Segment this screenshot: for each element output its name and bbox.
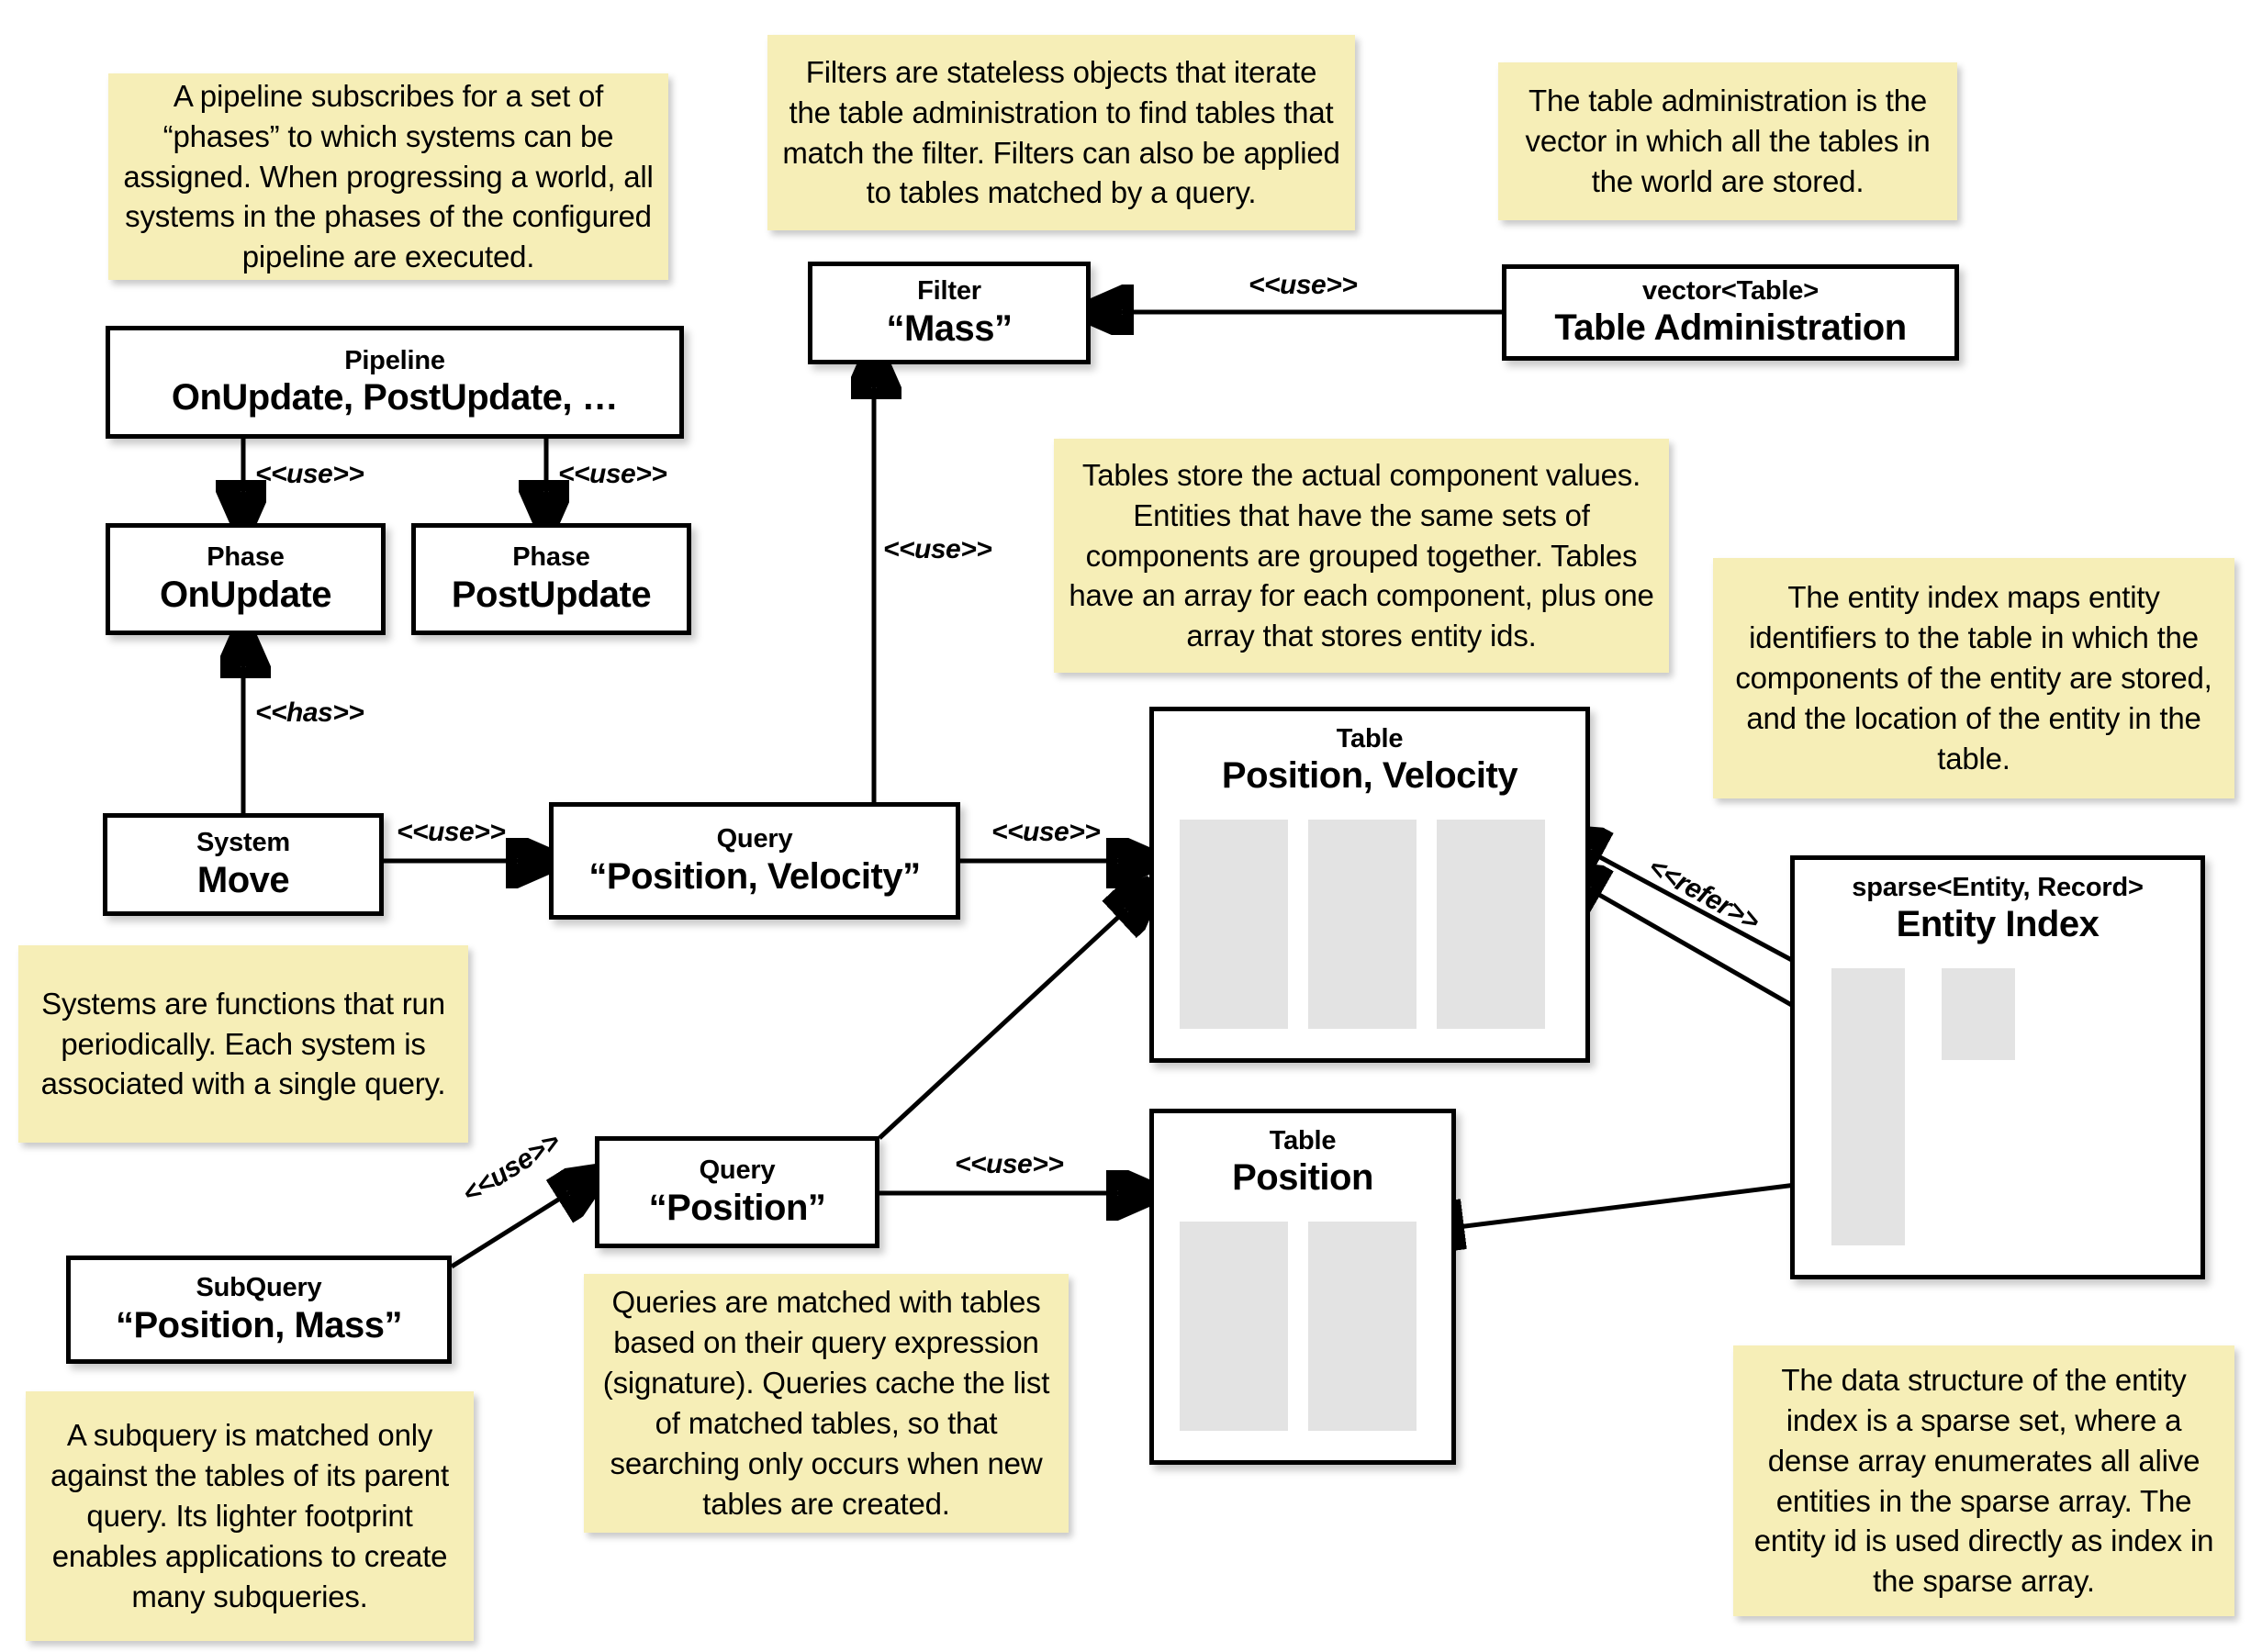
node-phase-onupdate-name: OnUpdate bbox=[159, 574, 332, 615]
node-table-pv-name: Position, Velocity bbox=[1221, 755, 1518, 797]
node-filter-name: “Mass” bbox=[886, 307, 1013, 349]
edge-label-querypv-tablepv: <<use>> bbox=[991, 817, 1101, 847]
node-system-move-name: Move bbox=[196, 859, 290, 900]
note-queries: Queries are matched with tables based on… bbox=[584, 1274, 1069, 1533]
node-table-position-velocity[interactable]: Table Position, Velocity bbox=[1149, 707, 1590, 1063]
note-sparse-set-text: The data structure of the entity index i… bbox=[1753, 1362, 2214, 1599]
entity-index-sparse-array bbox=[1831, 968, 1905, 1245]
node-phase-postupdate-name: PostUpdate bbox=[451, 574, 652, 615]
note-entity-index: The entity index maps entity identifiers… bbox=[1713, 558, 2234, 798]
node-pipeline-name: OnUpdate, PostUpdate, … bbox=[171, 377, 619, 419]
note-systems-text: Systems are functions that run periodica… bbox=[40, 986, 446, 1101]
note-table-admin: The table administration is the vector i… bbox=[1498, 62, 1957, 220]
node-table-p-stereotype: Table bbox=[1269, 1126, 1337, 1155]
node-table-admin-stereotype: vector<Table> bbox=[1642, 275, 1819, 306]
table-p-column-position bbox=[1308, 1222, 1417, 1431]
note-sparse-set: The data structure of the entity index i… bbox=[1733, 1345, 2234, 1616]
note-tables: Tables store the actual component values… bbox=[1054, 439, 1669, 673]
node-system-move-stereotype: System bbox=[196, 828, 290, 858]
node-table-administration[interactable]: vector<Table> Table Administration bbox=[1502, 264, 1959, 361]
table-p-title: Table Position bbox=[1232, 1126, 1373, 1199]
node-subquery-name: “Position, Mass” bbox=[115, 1304, 403, 1345]
edge-label-pipeline-postupdate: <<use>> bbox=[558, 459, 667, 489]
table-pv-column-entity-ids bbox=[1180, 820, 1288, 1029]
node-table-pv-stereotype: Table bbox=[1336, 724, 1404, 753]
node-query-position-velocity[interactable]: Query “Position, Velocity” bbox=[549, 802, 960, 920]
node-subquery-stereotype: SubQuery bbox=[196, 1273, 322, 1303]
node-table-p-name: Position bbox=[1232, 1157, 1373, 1199]
wire-queryp-tablepv bbox=[878, 888, 1149, 1140]
note-pipeline-text: A pipeline subscribes for a set of “phas… bbox=[123, 78, 654, 274]
node-pipeline-stereotype: Pipeline bbox=[344, 345, 445, 375]
node-entity-index[interactable]: sparse<Entity, Record> Entity Index bbox=[1790, 855, 2205, 1279]
node-query-pv-stereotype: Query bbox=[716, 824, 793, 854]
node-phase-postupdate[interactable]: Phase PostUpdate bbox=[411, 523, 691, 635]
edge-label-queryp-tablep: <<use>> bbox=[955, 1149, 1064, 1179]
edge-label-system-query: <<use>> bbox=[397, 817, 506, 847]
table-p-columns bbox=[1180, 1222, 1417, 1431]
edge-label-system-phase: <<has>> bbox=[255, 698, 364, 728]
note-subquery-text: A subquery is matched only against the t… bbox=[50, 1418, 449, 1613]
node-subquery-position-mass[interactable]: SubQuery “Position, Mass” bbox=[66, 1256, 452, 1364]
node-phase-postupdate-stereotype: Phase bbox=[512, 542, 590, 573]
note-filter: Filters are stateless objects that itera… bbox=[767, 35, 1355, 230]
edge-label-pipeline-onupdate: <<use>> bbox=[255, 459, 364, 489]
note-queries-text: Queries are matched with tables based on… bbox=[602, 1285, 1050, 1521]
note-entity-index-text: The entity index maps entity identifiers… bbox=[1735, 580, 2212, 776]
edge-label-query-filter: <<use>> bbox=[883, 534, 992, 564]
node-query-p-name: “Position” bbox=[648, 1187, 826, 1228]
table-pv-title: Table Position, Velocity bbox=[1221, 724, 1518, 797]
node-query-pv-name: “Position, Velocity” bbox=[588, 855, 921, 897]
table-pv-columns bbox=[1180, 820, 1545, 1029]
node-phase-onupdate-stereotype: Phase bbox=[207, 542, 285, 573]
note-filter-text: Filters are stateless objects that itera… bbox=[782, 54, 1340, 210]
node-entity-index-stereotype: sparse<Entity, Record> bbox=[1852, 873, 2144, 902]
table-pv-column-position bbox=[1308, 820, 1417, 1029]
table-pv-column-velocity bbox=[1437, 820, 1545, 1029]
node-table-position[interactable]: Table Position bbox=[1149, 1109, 1456, 1465]
note-tables-text: Tables store the actual component values… bbox=[1069, 457, 1654, 653]
note-subquery: A subquery is matched only against the t… bbox=[26, 1391, 474, 1641]
table-p-column-entity-ids bbox=[1180, 1222, 1288, 1431]
note-pipeline: A pipeline subscribes for a set of “phas… bbox=[108, 73, 668, 280]
node-filter-stereotype: Filter bbox=[917, 276, 981, 307]
node-query-p-stereotype: Query bbox=[699, 1155, 776, 1186]
wire-index-tablep bbox=[1421, 1179, 1819, 1232]
note-table-admin-text: The table administration is the vector i… bbox=[1525, 84, 1931, 198]
node-query-position[interactable]: Query “Position” bbox=[595, 1136, 879, 1248]
node-system-move[interactable]: System Move bbox=[103, 813, 384, 916]
node-pipeline[interactable]: Pipeline OnUpdate, PostUpdate, … bbox=[106, 326, 684, 439]
node-table-admin-name: Table Administration bbox=[1554, 307, 1907, 349]
node-phase-onupdate[interactable]: Phase OnUpdate bbox=[106, 523, 386, 635]
note-systems: Systems are functions that run periodica… bbox=[18, 945, 468, 1143]
entity-index-title: sparse<Entity, Record> Entity Index bbox=[1852, 873, 2144, 945]
node-entity-index-name: Entity Index bbox=[1896, 904, 2100, 945]
entity-index-dense-array bbox=[1942, 968, 2015, 1060]
edge-label-admin-filter: <<use>> bbox=[1249, 270, 1358, 300]
edge-label-subquery-queryp: <<use>> bbox=[457, 1126, 566, 1210]
node-filter-mass[interactable]: Filter “Mass” bbox=[808, 262, 1091, 364]
edge-label-index-refer: <<refer>> bbox=[1643, 852, 1764, 938]
